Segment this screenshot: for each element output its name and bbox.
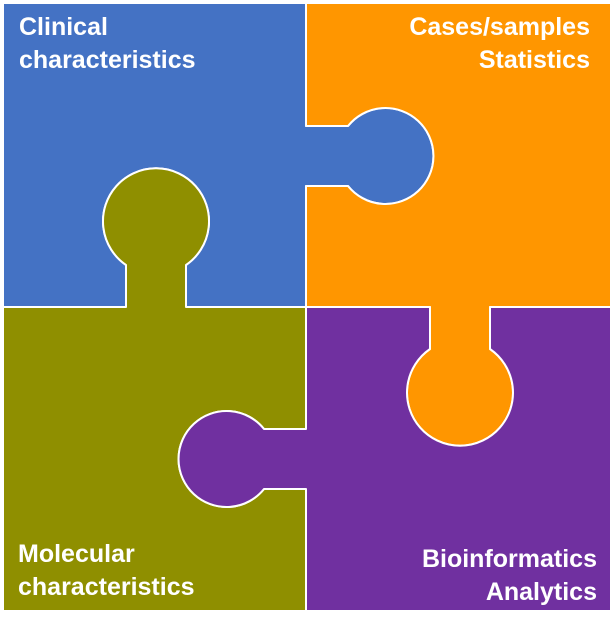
- bioinformatics-label-line-2: Analytics: [485, 578, 597, 606]
- clinical-label: Clinical characteristics: [19, 11, 196, 77]
- molecular-label-line-2: characteristics: [18, 573, 195, 601]
- bioinformatics-puzzle-piece: [177, 306, 612, 612]
- clinical-label-line-2: characteristics: [19, 46, 196, 74]
- clinical-label-line-1: Clinical: [19, 13, 108, 41]
- cases-label-line-2: Statistics: [478, 46, 590, 74]
- bioinformatics-label-line-1: Bioinformatics: [421, 545, 597, 573]
- cases-label: Cases/samples Statistics: [409, 11, 590, 77]
- bioinformatics-label: Bioinformatics Analytics: [422, 543, 597, 609]
- molecular-label: Molecular characteristics: [18, 538, 195, 604]
- molecular-label-line-1: Molecular: [18, 540, 135, 568]
- cases-label-line-1: Cases/samples: [409, 13, 590, 41]
